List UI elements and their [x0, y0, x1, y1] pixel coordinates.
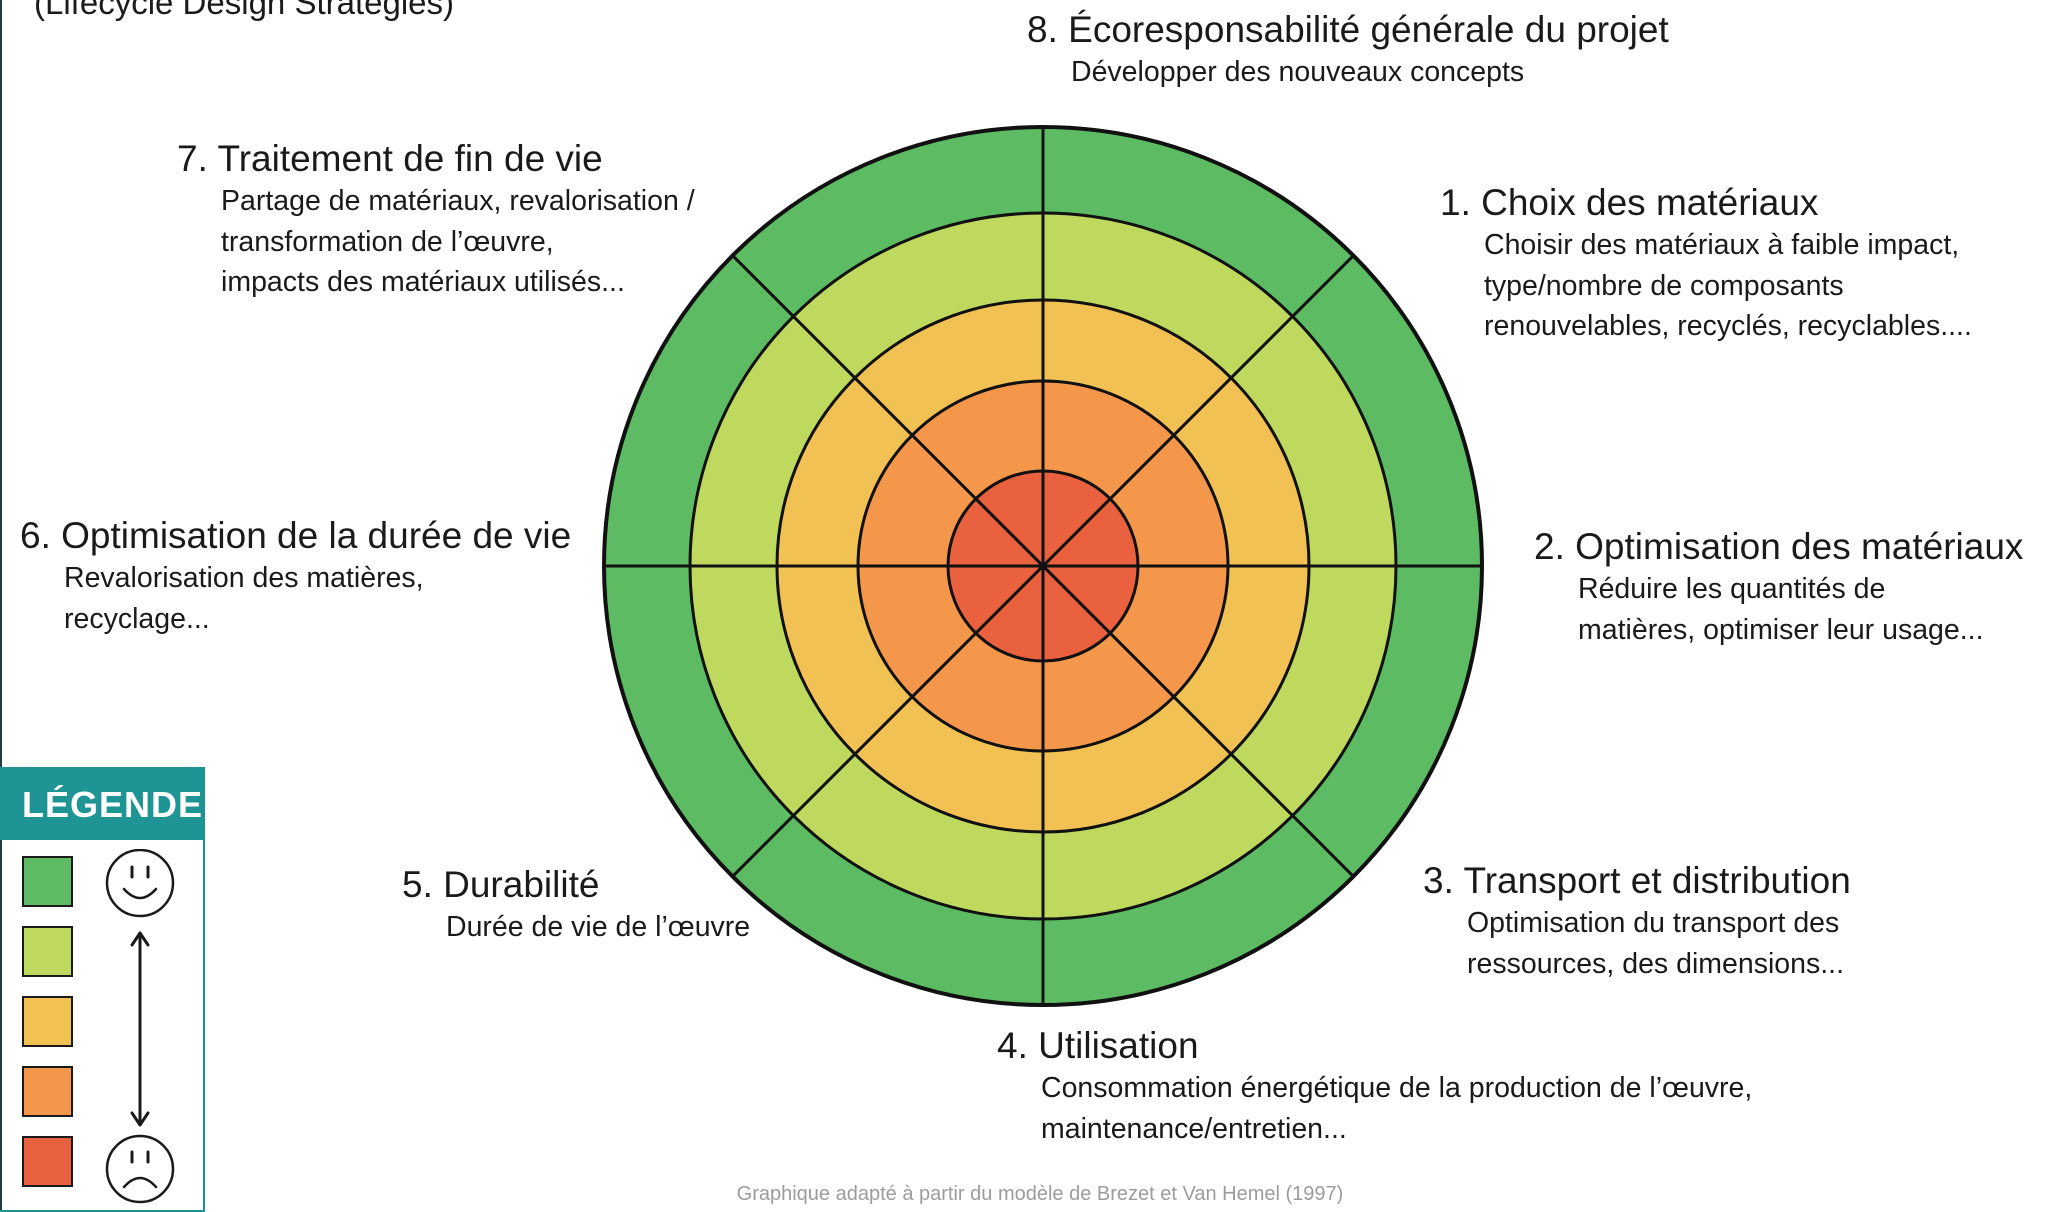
legend-panel: LÉGENDE [0, 767, 205, 1212]
strategy-2-desc-line: Réduire les quantités de [1578, 573, 1886, 605]
legend-scale-graphic [105, 849, 175, 1204]
strategy-7-title: 7. Traitement de fin de vie [177, 138, 603, 179]
legend-title: LÉGENDE [0, 769, 203, 840]
source-credit: Graphique adapté à partir du modèle de B… [736, 1183, 1344, 1205]
legend-swatch-2 [22, 926, 73, 977]
strategy-1-title: 1. Choix des matériaux [1440, 182, 1819, 223]
smiling-face-icon [105, 849, 175, 918]
strategy-6: 6. Optimisation de la durée de vie Reval… [20, 514, 571, 639]
strategy-8-title: 8. Écoresponsabilité générale du projet [1027, 9, 1669, 50]
strategy-5-desc-line: Durée de vie de l’œuvre [446, 911, 751, 943]
strategy-6-desc-line: recyclage... [64, 602, 210, 635]
strategy-7-desc-line: Partage de matériaux, revalorisation / [221, 185, 695, 217]
strategy-1: 1. Choix des matériaux Choisir des matér… [1440, 181, 1972, 347]
strategy-3-title: 3. Transport et distribution [1423, 860, 1851, 901]
strategy-7-desc-line: impacts des matériaux utilisés... [221, 266, 625, 298]
strategy-2-desc-line: matières, optimiser leur usage... [1578, 613, 1984, 646]
strategy-7-desc-line: transformation de l’œuvre, [221, 225, 554, 258]
strategy-6-title: 6. Optimisation de la durée de vie [20, 515, 572, 556]
wheel-axis-line [731, 254, 1355, 878]
strategy-1-desc-line: type/nombre de composants [1484, 269, 1844, 302]
strategy-6-desc-line: Revalorisation des matières, [64, 562, 424, 594]
strategy-2: 2. Optimisation des matériaux Réduire le… [1534, 525, 2023, 650]
strategy-5: 5. Durabilité Durée de vie de l’œuvre [402, 863, 750, 948]
strategy-5-title: 5. Durabilité [402, 864, 600, 905]
strategy-4: 4. Utilisation Consommation énergétique … [997, 1024, 1752, 1149]
strategy-4-desc-line: Consommation énergétique de la productio… [1041, 1072, 1753, 1104]
strategy-4-title: 4. Utilisation [997, 1025, 1199, 1066]
page-left-edge [0, 0, 2, 1212]
strategy-4-desc-line: maintenance/entretien... [1041, 1112, 1347, 1145]
page-subtitle: (Lifecycle Design Strategies) [34, 0, 455, 21]
strategy-1-desc-line: Choisir des matériaux à faible impact, [1484, 229, 1960, 261]
strategy-1-desc-line: renouvelables, recyclés, recyclables.... [1484, 310, 1972, 342]
strategy-7: 7. Traitement de fin de vie Partage de m… [177, 137, 695, 303]
strategy-8: 8. Écoresponsabilité générale du projet … [1027, 8, 1669, 93]
strategy-2-title: 2. Optimisation des matériaux [1534, 526, 2024, 567]
legend-swatch-3 [22, 996, 73, 1047]
frowning-face-icon [105, 1134, 175, 1204]
double-arrow-icon [130, 931, 150, 1127]
strategy-3: 3. Transport et distribution Optimisatio… [1423, 859, 1851, 984]
strategy-8-desc-line: Développer des nouveaux concepts [1071, 56, 1525, 88]
legend-swatch-1 [22, 856, 73, 907]
strategy-3-desc-line: ressources, des dimensions... [1467, 947, 1844, 980]
legend-swatch-4 [22, 1066, 73, 1117]
legend-swatch-5 [22, 1136, 73, 1187]
strategy-3-desc-line: Optimisation du transport des [1467, 907, 1840, 939]
